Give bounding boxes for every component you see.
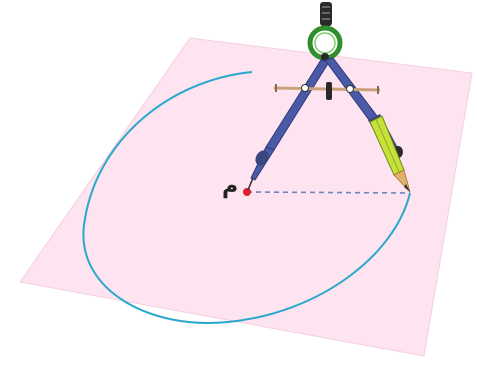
radius-line — [246, 191, 411, 194]
pencil-icon — [369, 115, 411, 193]
compass-icon — [247, 2, 411, 193]
paper-sheet — [19, 37, 473, 357]
center-point — [243, 188, 251, 196]
circle-arc — [82, 71, 411, 324]
center-point-label: م — [222, 174, 239, 199]
